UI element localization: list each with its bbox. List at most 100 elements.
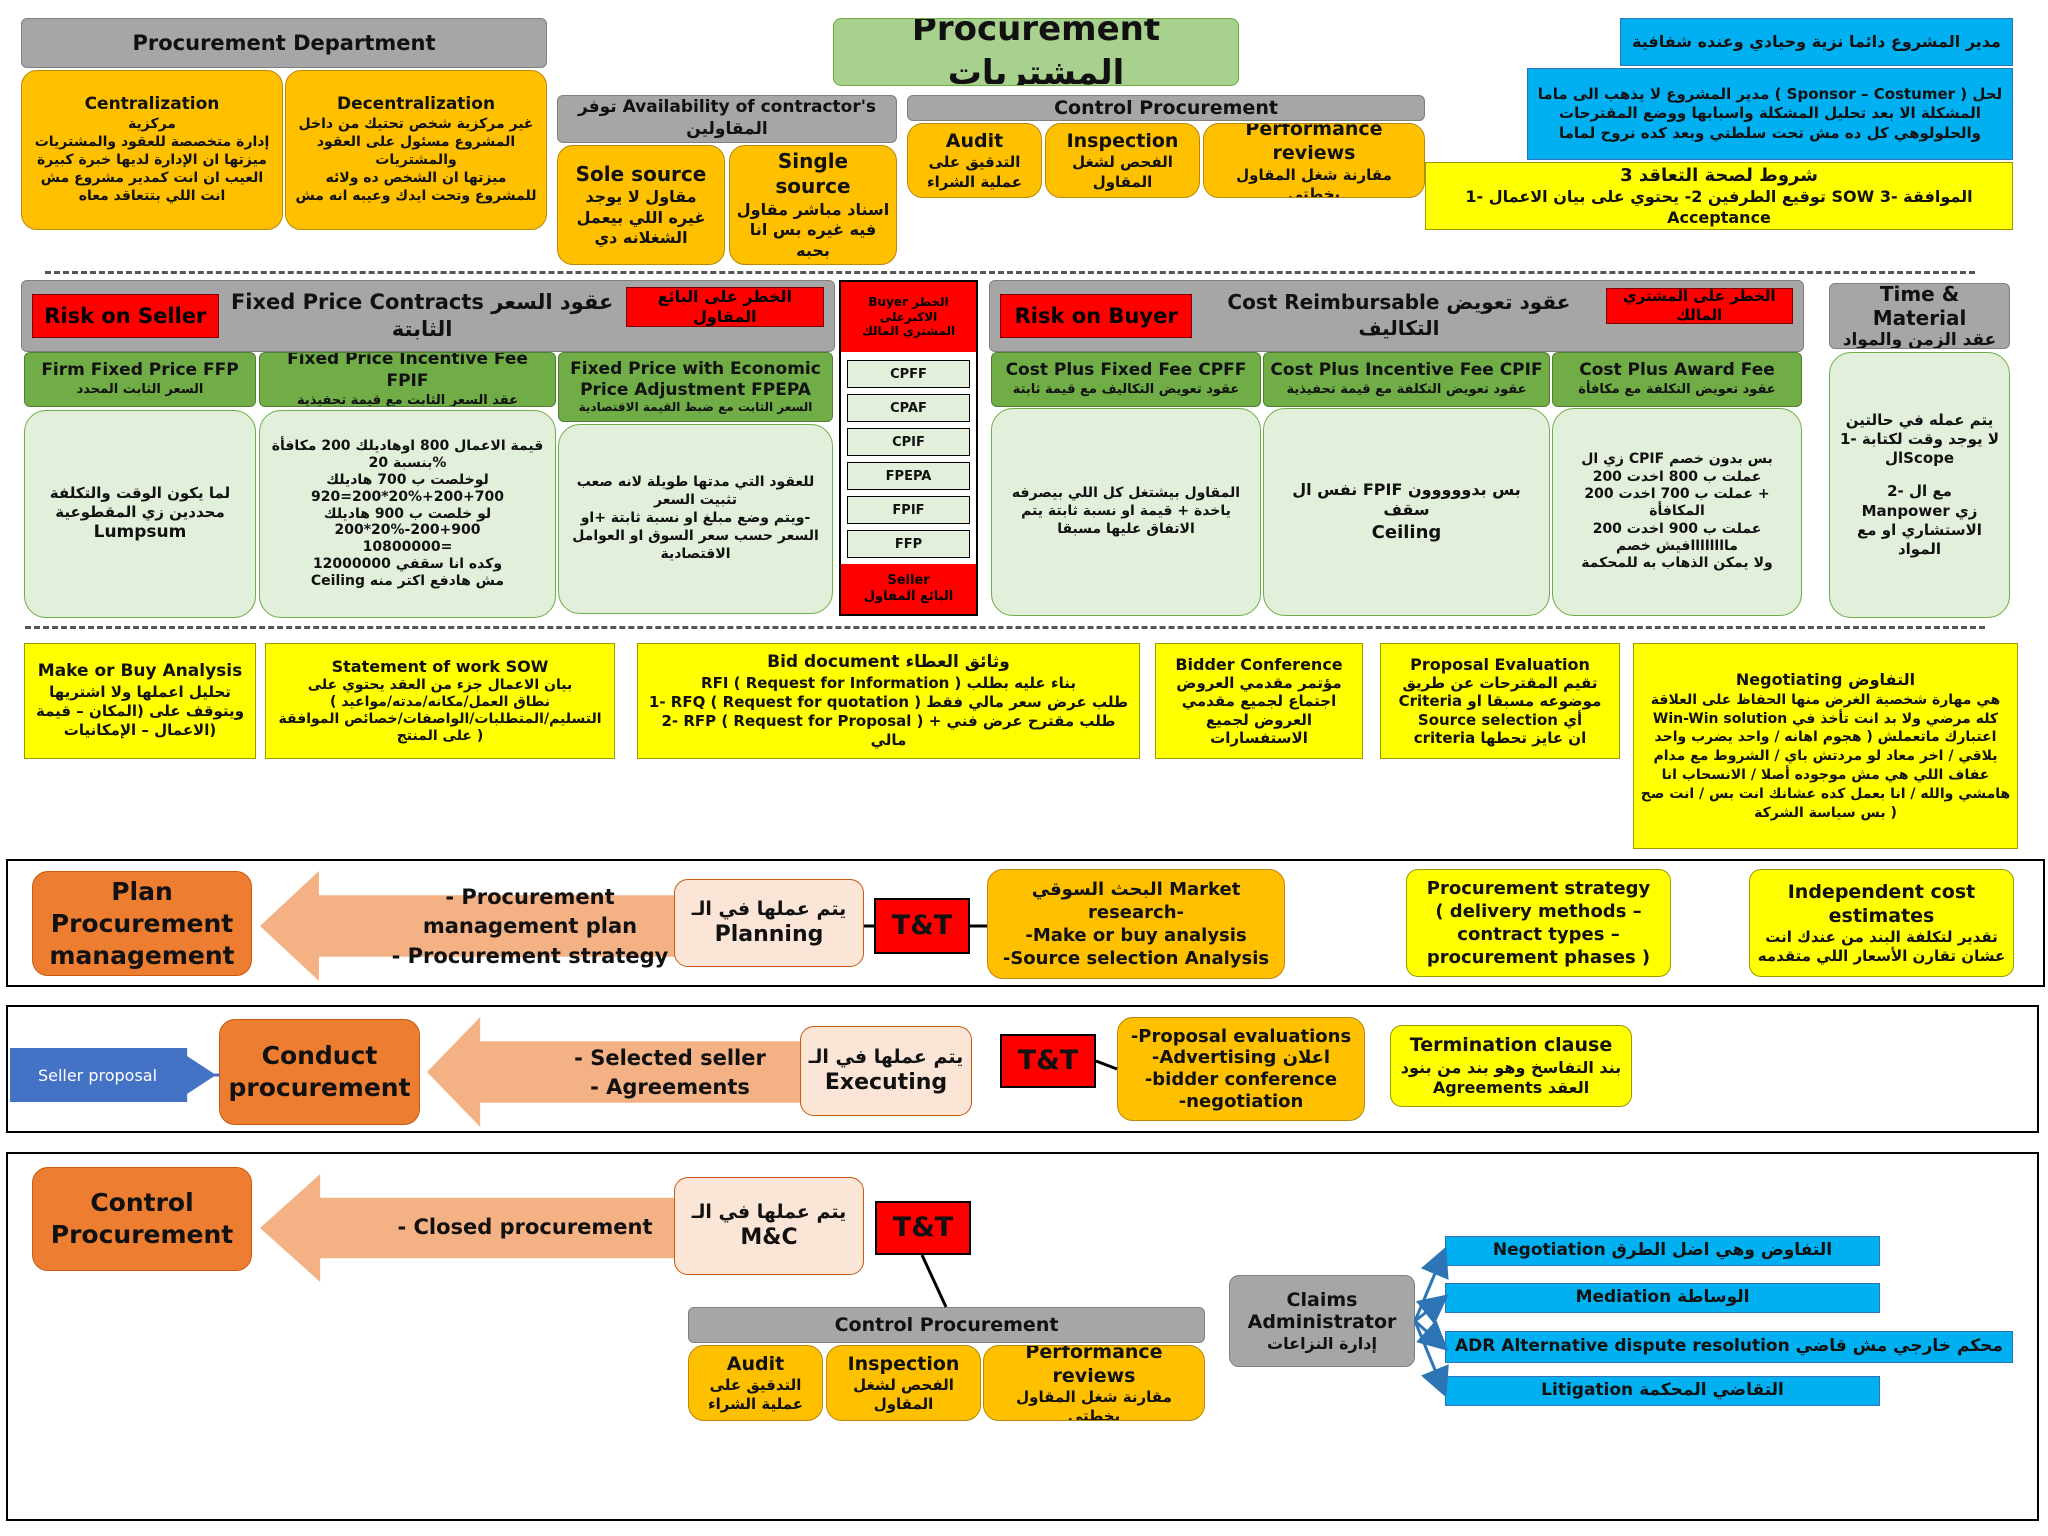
make-or-buy-title: Make or Buy Analysis [37, 661, 243, 682]
tm-line: 1- لا يوجد وقت لكتابة [1839, 430, 2000, 449]
scale-top-line: Buyer الخطر [868, 295, 949, 310]
single-source-title: source [775, 174, 851, 199]
control-outputs: - Closed procurement [380, 1180, 670, 1276]
availability-header: توفر Availability of contractor's المقاو… [557, 95, 897, 143]
scale-item-label: FPEPA [885, 468, 932, 484]
risk-on-seller-text: Risk on Seller [44, 303, 207, 328]
claims-arrow-adr [1413, 1319, 1449, 1352]
cpaf-line: ولا يمكن الذهاب به للمحكمة [1581, 555, 1773, 572]
cpff-line: المقاول بيشتغل كل اللي بيصرفه [1011, 485, 1241, 502]
fixed-price-title: Fixed Price Contracts عقود السعر الثابتة [230, 290, 614, 341]
scale-item-label: CPAF [890, 400, 927, 416]
audit-title: Audit [945, 130, 1004, 153]
risk-on-buyer-text: Risk on Buyer [1014, 303, 1178, 328]
sow-line: على المنتج ) [396, 727, 484, 744]
scale-item: FFP [847, 530, 970, 558]
conduct-tt-badge: T&T [1000, 1034, 1096, 1088]
scale-top-line: المشتري المالك [861, 324, 956, 339]
strategy-line: Procurement strategy [1426, 877, 1651, 899]
claims-arrow-litigation [1413, 1320, 1449, 1398]
scale-item: CPFF [847, 360, 970, 388]
control-procurement-frame [6, 1152, 2039, 1521]
bidder-line: مؤتمر مقدمي العروض [1176, 674, 1342, 693]
centralization-line: إدارة متخصصة للعقود والمشتريات [34, 134, 270, 151]
tt-text: T&T [1017, 1044, 1079, 1076]
termination-clause-box: Termination clause بند التفاسخ وهو بند م… [1390, 1025, 1632, 1107]
cpif-body: نفس ال FPIF بس بدووووون سقف Ceiling [1263, 408, 1550, 616]
sow-line: التسليم/المتطلبات/الواصفات/خصائص الموافق… [278, 710, 602, 727]
plan-procurement-frame [6, 859, 2045, 987]
make-or-buy-line: الاعمال – الإمكانيات) [63, 721, 217, 740]
bid-line: 1- RFQ ( Request for quotation ) طلب عرض… [648, 692, 1129, 711]
bidder-line: الاستفسارات [1210, 729, 1308, 748]
cpif-title: Cost Plus Incentive Fee CPIF [1270, 360, 1543, 381]
fpif-header: Fixed Price Incentive Fee FPIF عقد السعر… [259, 352, 556, 407]
fpif-line: 200*20%-200+900 [334, 522, 481, 539]
divider-2 [25, 626, 1985, 629]
proposal-eval-line: Source selection أي [1417, 710, 1583, 729]
claims-subtitle: إدارة النزاعات [1267, 1334, 1377, 1354]
fpepa-body: للعقود التي مدتها طويلة لانه صعب تثبيت ا… [558, 424, 833, 614]
strategy-line: procurement phases ) [1426, 947, 1651, 969]
cpff-subtitle: عقود تعويض التكاليف مع قيمة ثابتة [1012, 382, 1240, 398]
single-source-line: اسناد مباشر مقاول [736, 199, 890, 219]
ffp-header: Firm Fixed Price FFP السعر الثابت المحدد [24, 352, 256, 407]
claims-item-label: Litigation التقاضي المحكمة [1541, 1380, 1784, 1401]
process-title: management [49, 940, 235, 970]
pm-note-line: المشكلة الا بعد تحليل المشكلة واسبابها و… [1559, 104, 1981, 123]
inspection-line: المقاول [873, 1395, 934, 1414]
single-source-title: Single [777, 148, 849, 173]
centralization-box: Centralization مركزية إدارة متخصصة للعقو… [21, 70, 283, 230]
conduct-connector [1095, 1059, 1118, 1071]
conditions-line: 1- توقيع الطرفين 2- يحتوي على بيان الاعم… [1465, 187, 1973, 227]
claims-item-mediation: Mediation الوساطة [1445, 1283, 1880, 1313]
claims-item-label: Mediation الوساطة [1575, 1287, 1750, 1308]
strategy-line: contract types – [1457, 924, 1620, 945]
process-title: procurement [228, 1073, 411, 1102]
decentralization-title: Decentralization [336, 94, 496, 115]
conduct-tools-box: -Proposal evaluations -Advertising اعلان… [1117, 1017, 1365, 1121]
output-line: - Procurement strategy [391, 943, 669, 968]
tm-line: الاستشاري او مع المواد [1857, 520, 1982, 558]
decentralization-line: المشروع مسئول على العقود [316, 134, 516, 151]
sow-title: Statement of work SOW [331, 657, 549, 677]
cpaf-title: Cost Plus Award Fee [1579, 360, 1775, 381]
proposal-eval-line: تقيم المقترحات عن طريق [1402, 674, 1598, 693]
ice-line: عشان تقارن الأسعار اللي متقدمه [1757, 947, 2006, 966]
contract-conditions-box: 3 شروط لصحة التعاقد 1- توقيع الطرفين 2- … [1425, 162, 2013, 230]
control-tt-badge: T&T [875, 1201, 971, 1255]
decentralization-line: غير مركزية شخص تحتيك من داخل [298, 116, 534, 133]
bidder-conference-box: Bidder Conference مؤتمر مقدمي العروض اجت… [1155, 643, 1363, 759]
cpaf-line: زي ال CPIF بس بدون خصم [1581, 451, 1773, 468]
tool-line: -Advertising اعلان [1151, 1047, 1331, 1069]
pm-note-line: والحلولوهي كل ده مش تحت سلطتي وبعد كده ن… [1559, 123, 1981, 142]
ffp-line: Lumpsum [93, 522, 187, 543]
fpif-line: لو خلصت ب 900 هاديلك [323, 505, 492, 522]
performance-title: Performance [1025, 1345, 1163, 1363]
make-or-buy-line: ويتوقف على (المكان – قيمة [35, 702, 245, 721]
tm-line: الScope [1884, 449, 1955, 468]
fpif-line: قيمة الاعمال 800 اوهاديلك 200 مكافأة [271, 438, 544, 455]
fpepa-subtitle: السعر الثابت مع ضبط القيمة الاقتصادية [578, 400, 813, 415]
centralization-line: ميزتها ان الإدارة لديها خبرة كبيرة [37, 151, 267, 168]
scale-top-line: الاكبرعلى [879, 309, 938, 324]
claims-item-negotiation: Negotiation التفاوض وهي اضل الطرق [1445, 1236, 1880, 1266]
performance-title: Performance [1245, 123, 1383, 140]
bidder-line: اجتماع لجميع مقدمي [1181, 692, 1337, 711]
sole-source-title: Sole source [575, 161, 707, 186]
negotiating-line: بس سياسة الشركة ) [1754, 805, 1897, 822]
fpepa-header: Fixed Price with Economic Price Adjustme… [558, 352, 833, 422]
tool-line: -Source selection Analysis [1002, 948, 1270, 970]
sow-box: Statement of work SOW بيان الاعمال جزء م… [265, 643, 615, 759]
risk-on-seller-badge: Risk on Seller [32, 294, 219, 338]
performance-line: مقارنة شغل المقاول بخطتي [1016, 1388, 1172, 1421]
seller-risk-ar-text: الخطر على البائع المقاول [657, 287, 792, 326]
scale-top-buyer: Buyer الخطر الاكبرعلى المشتري المالك [841, 282, 976, 352]
bid-document-box: Bid document وثائق العطاء RFI ( Request … [637, 643, 1140, 759]
tool-line: -bidder conference [1144, 1069, 1338, 1090]
proposal-eval-line: criteria ان عايز تحطها [1413, 729, 1587, 748]
procurement-strategy-box: Procurement strategy ( delivery methods … [1406, 869, 1671, 977]
cost-reimb-title: Cost Reimbursable عقود تعويض التكاليف [1227, 290, 1571, 340]
scale-item: CPIF [847, 428, 970, 456]
sole-source-line: مقاول لا يوجد [585, 187, 697, 207]
